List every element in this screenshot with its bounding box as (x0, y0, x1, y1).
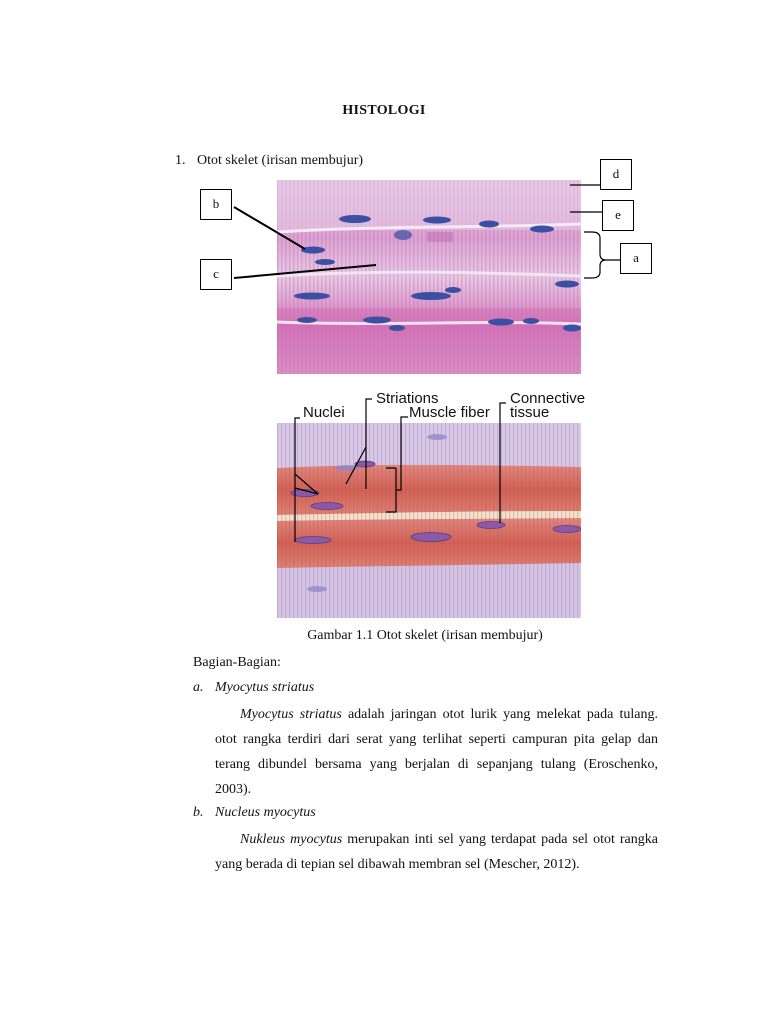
part-a-heading: a. Myocytus striatus (193, 680, 314, 696)
callout-nuclei: Nuclei (303, 404, 345, 421)
part-b-text: merupakan inti sel yang terdapat pada se… (215, 832, 658, 872)
callout-connective-tissue: Connective tissue (510, 390, 586, 421)
label-box-a: a (620, 243, 652, 274)
section-title: Bagian-Bagian: (193, 655, 281, 670)
label-box-c: c (200, 259, 232, 290)
page-heading: HISTOLOGI (342, 103, 426, 118)
callout-muscle-fiber: Muscle fiber (409, 404, 490, 421)
list-number: 1. (175, 153, 186, 168)
label-box-d: d (600, 159, 632, 190)
part-a-term: Myocytus striatus (240, 707, 342, 722)
list-item-text: Otot skelet (irisan membujur) (197, 153, 364, 168)
figure-caption: Gambar 1.1 Otot skelet (irisan membujur) (307, 628, 543, 643)
micrograph-longitudinal (277, 180, 581, 374)
part-b-term: Nukleus myocytus (240, 832, 343, 847)
part-a-paragraph: Myocytus striatus adalah jaringan otot l… (215, 702, 658, 802)
part-a-letter: a. (193, 680, 204, 695)
part-b-heading: b. Nucleus myocytus (193, 805, 316, 821)
part-b-letter: b. (193, 805, 204, 820)
part-a-name: Myocytus striatus (215, 680, 315, 695)
callout-connective-line1: Connective (510, 390, 586, 407)
part-a-text: adalah jaringan otot lurik yang melekat … (215, 707, 658, 797)
callout-striations: Striations (376, 390, 439, 407)
list-item-otot-skelet: 1. Otot skelet (irisan membujur) (175, 153, 363, 169)
label-box-e: e (602, 200, 634, 231)
micrograph-illustrated (277, 423, 581, 618)
label-box-b: b (200, 189, 232, 220)
callout-connective-line2: tissue (510, 404, 550, 421)
part-b-paragraph: Nukleus myocytus merupakan inti sel yang… (215, 827, 658, 877)
part-b-name: Nucleus myocytus (215, 805, 316, 820)
